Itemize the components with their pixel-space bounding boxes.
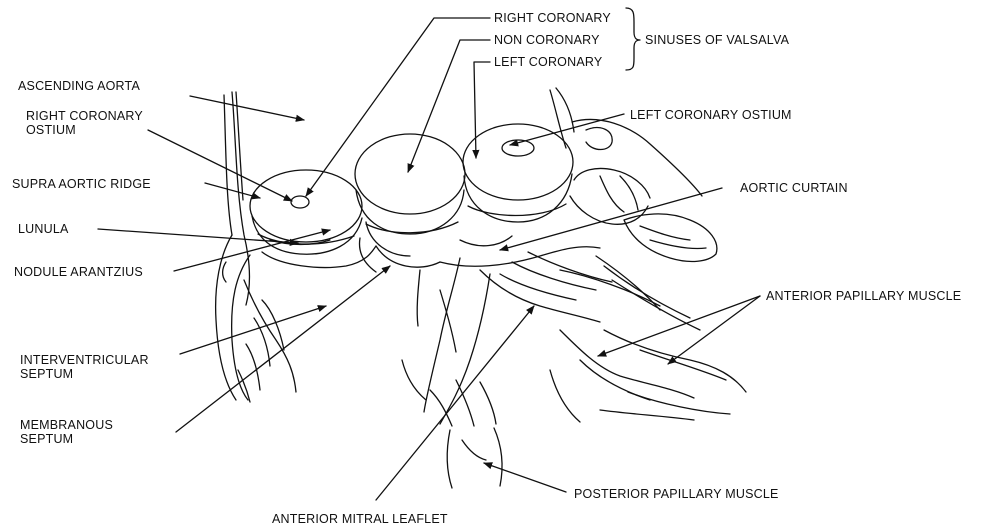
left-coronary-sinus-drawing: [463, 124, 573, 222]
label-anterior-papillary-muscle: ANTERIOR PAPILLARY MUSCLE: [766, 289, 961, 303]
label-nodule-arantzius: NODULE ARANTZIUS: [14, 265, 143, 279]
leader-lunula: [98, 229, 298, 243]
aortic-curtain-drawing: [440, 247, 700, 330]
leader-interventricular-septum: [180, 306, 326, 354]
label-membranous-septum: MEMBRANOUS SEPTUM: [20, 418, 113, 446]
leader-posterior-papillary: [484, 463, 566, 492]
label-left-coronary: LEFT CORONARY: [494, 55, 602, 69]
leader-anterior-mitral-leaflet: [376, 306, 534, 500]
sinuses-brace: [626, 8, 640, 70]
label-right-coronary: RIGHT CORONARY: [494, 11, 611, 25]
leader-non-coronary: [408, 40, 490, 172]
label-supra-aortic-ridge: SUPRA AORTIC RIDGE: [12, 177, 151, 191]
leader-right-coronary-ostium: [148, 130, 292, 201]
label-ascending-aorta: ASCENDING AORTA: [18, 79, 140, 93]
leader-anterior-papillary-a: [598, 296, 760, 356]
posterior-papillary-muscle-drawing: [447, 428, 502, 488]
aortic-wall-left: [224, 92, 250, 305]
right-coronary-sinus-drawing: [250, 170, 362, 254]
interventricular-septum-drawing: [216, 235, 296, 402]
label-anterior-mitral-leaflet: ANTERIOR MITRAL LEAFLET: [272, 512, 448, 526]
leader-right-coronary: [306, 18, 490, 196]
leader-supra-aortic-ridge: [205, 183, 260, 198]
label-left-coronary-ostium: LEFT CORONARY OSTIUM: [630, 108, 792, 122]
leader-lines: [98, 18, 760, 500]
anterior-mitral-leaflet-drawing: [402, 258, 496, 426]
label-posterior-papillary-muscle: POSTERIOR PAPILLARY MUSCLE: [574, 487, 779, 501]
leader-left-coronary: [474, 62, 490, 158]
anterior-papillary-muscle-drawing: [550, 330, 746, 422]
label-non-coronary: NON CORONARY: [494, 33, 600, 47]
leader-ascending-aorta: [190, 96, 304, 120]
leader-anterior-papillary-b: [668, 296, 760, 364]
non-coronary-sinus-drawing: [355, 134, 465, 256]
label-sinuses-of-valsalva: SINUSES OF VALSALVA: [645, 33, 789, 47]
label-aortic-curtain: AORTIC CURTAIN: [740, 181, 848, 195]
label-interventricular-septum: INTERVENTRICULAR SEPTUM: [20, 353, 149, 381]
leader-membranous-septum: [176, 266, 390, 432]
label-right-coronary-ostium: RIGHT CORONARY OSTIUM: [26, 109, 143, 137]
label-lunula: LUNULA: [18, 222, 69, 236]
